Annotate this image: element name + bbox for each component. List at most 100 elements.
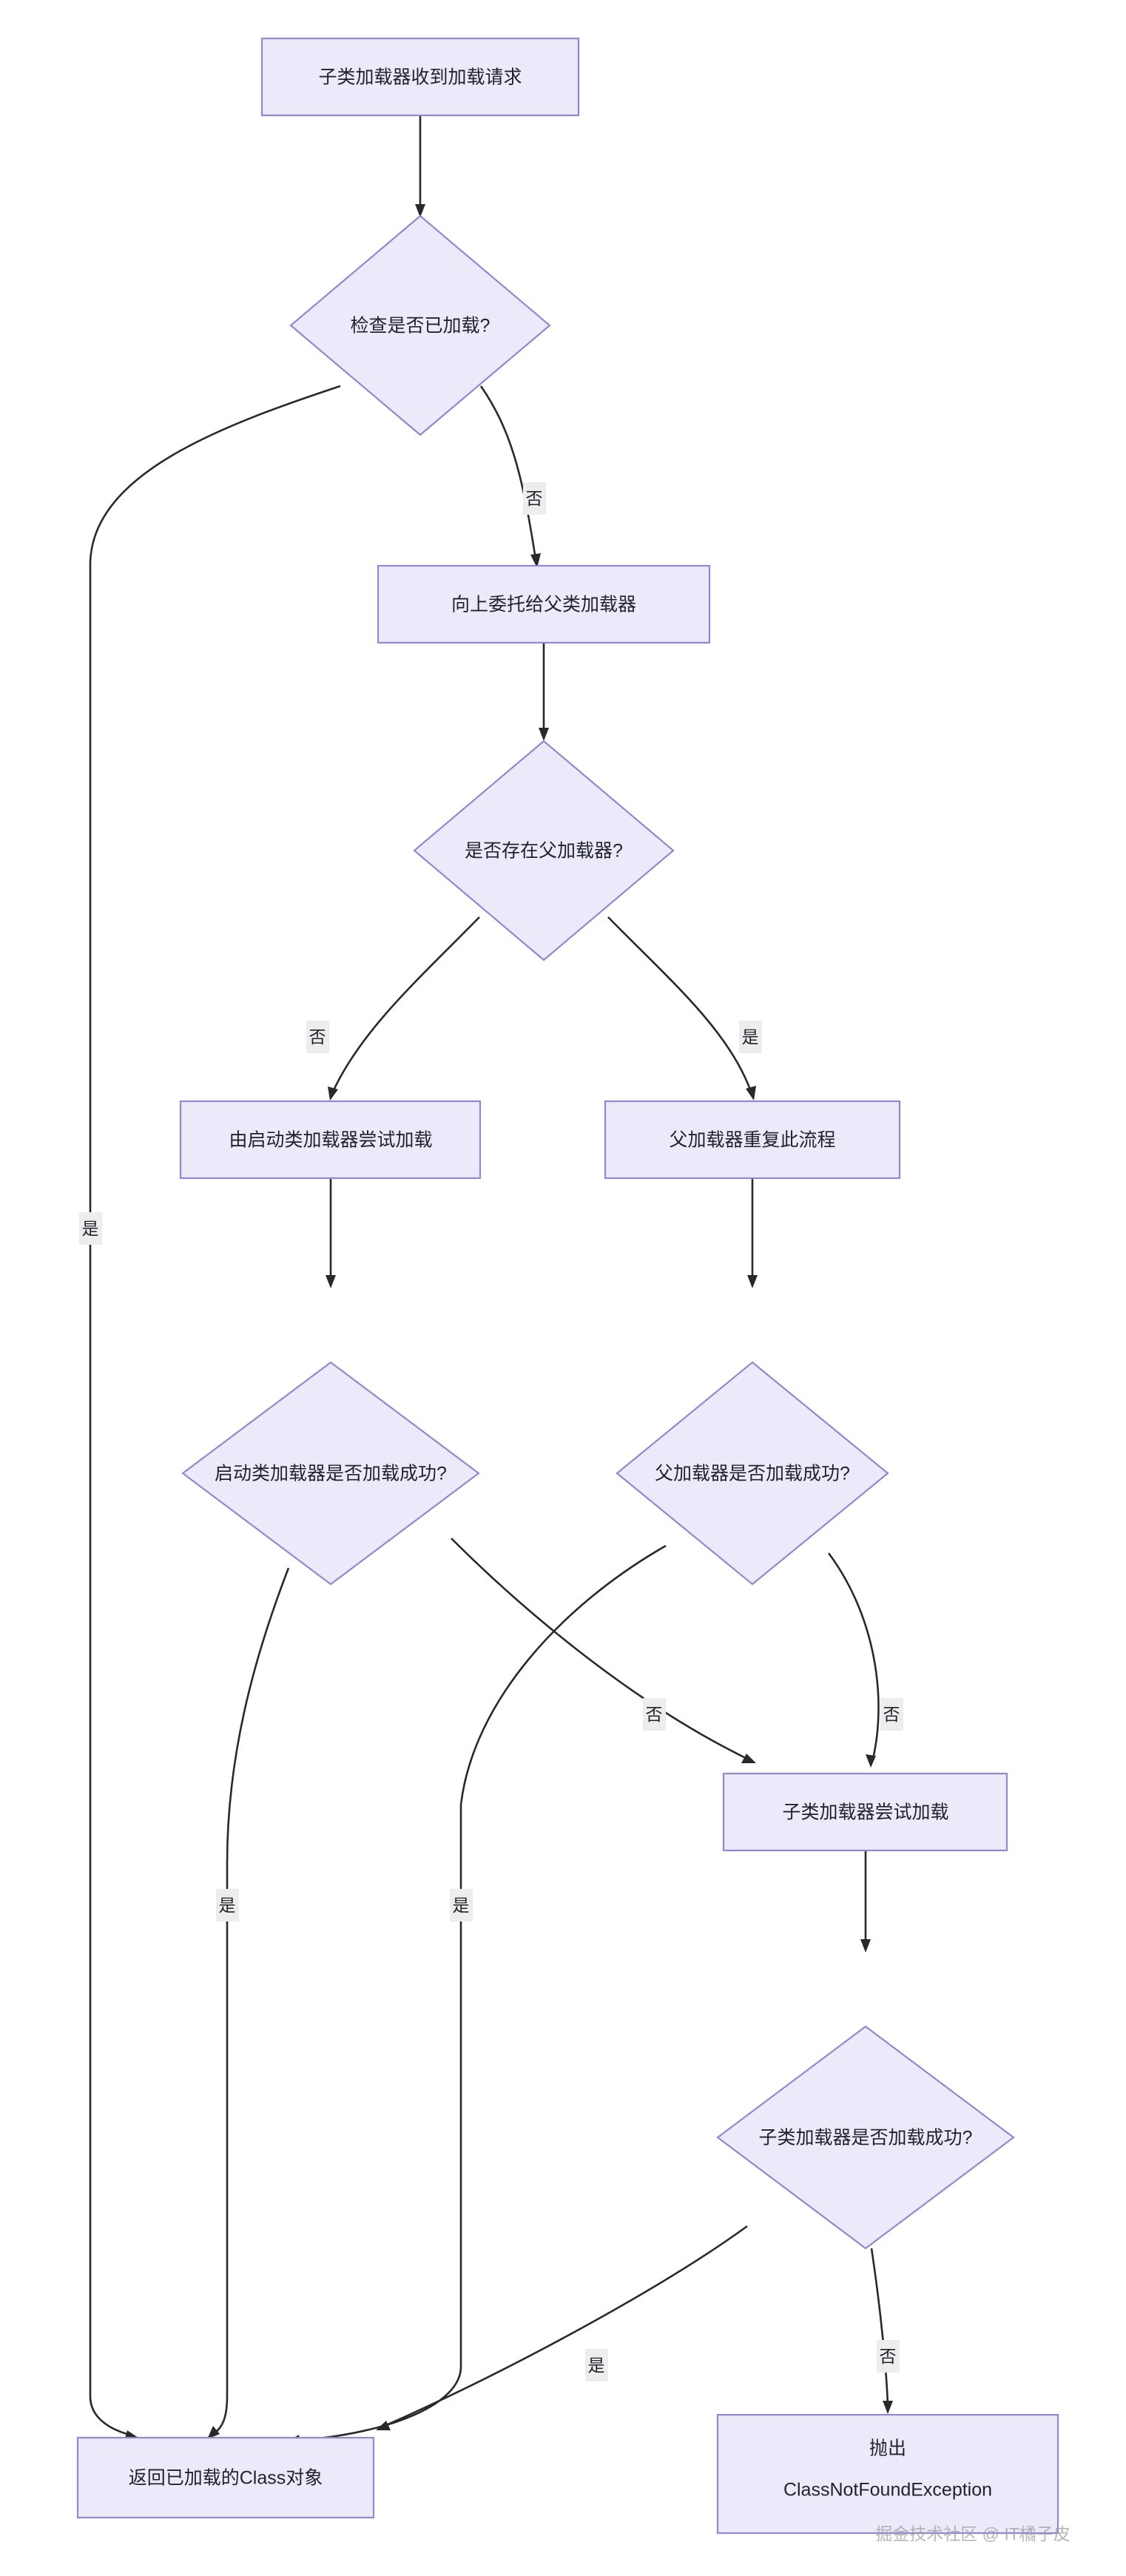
edge-n7-n9	[451, 1538, 756, 1763]
edge-label-bg	[306, 1021, 329, 1053]
edge-path	[331, 916, 480, 1092]
edge-label-bg	[79, 1212, 102, 1245]
edge-label-n2-n3: 否	[523, 482, 546, 515]
edge-n4-n5	[328, 916, 480, 1101]
node-diamond	[289, 214, 551, 436]
edge-label-text: 是	[82, 1219, 99, 1238]
node-child-load-success[interactable]: 子类加载器是否加载成功?	[716, 2025, 1015, 2250]
edge-label-text: 是	[742, 1027, 759, 1047]
node-throw-exception[interactable]: 抛出 ClassNotFoundException	[716, 2413, 1059, 2535]
edge-label-n2-n11: 是	[79, 1212, 102, 1245]
edge-label-n4-n5: 否	[306, 1021, 329, 1053]
edge-label-n8-n11: 是	[450, 1889, 473, 1921]
watermark-text: 掘金技术社区 @ IT橘子皮	[875, 2524, 1071, 2543]
arrow-head	[860, 1939, 871, 1953]
node-label: 父加载器重复此流程	[669, 1130, 835, 1151]
edge-label-text: 否	[526, 489, 543, 508]
edge-path	[870, 2248, 889, 2406]
edge-label-bg	[450, 1889, 473, 1921]
node-label: 子类加载器尝试加载	[782, 1802, 948, 1823]
node-diamond	[616, 1361, 889, 1586]
edge-n2-n3	[479, 385, 541, 568]
edge-label-text: 否	[309, 1027, 326, 1047]
edge-label-n10-n12: 否	[877, 2340, 900, 2373]
node-label: 向上委托给父类加载器	[451, 595, 636, 615]
node-check-already-loaded[interactable]: 检查是否已加载?	[289, 214, 551, 436]
edge-n1-n2	[415, 115, 425, 217]
edge-path	[384, 2225, 748, 2427]
edge-label-text: 是	[219, 1896, 236, 1915]
node-rect	[377, 564, 711, 644]
edge-n4-n6	[607, 916, 756, 1101]
edge-label-bg	[585, 2349, 608, 2381]
edge-label-bg	[523, 482, 546, 515]
node-label: 子类加载器是否加载成功?	[759, 2128, 973, 2149]
arrow-head	[530, 553, 541, 568]
edge-label-text: 是	[588, 2356, 605, 2375]
edge-path	[607, 916, 752, 1092]
node-start-request[interactable]: 子类加载器收到加载请求	[260, 37, 580, 117]
edge-n8-n9	[827, 1552, 880, 1768]
node-child-try-load[interactable]: 子类加载器尝试加载	[722, 1772, 1008, 1852]
edges-layer	[89, 115, 893, 2445]
edge-label-bg	[216, 1889, 239, 1921]
node-has-parent-loader[interactable]: 是否存在父加载器?	[413, 740, 675, 961]
arrow-head	[883, 2401, 893, 2414]
arrow-head	[746, 1086, 756, 1101]
edge-path	[479, 385, 537, 560]
edge-path	[451, 1538, 748, 1760]
node-label: 是否存在父加载器?	[465, 841, 623, 862]
node-diamond	[181, 1361, 480, 1586]
node-label-line2: ClassNotFoundException	[783, 2480, 992, 2501]
arrow-head	[328, 1086, 338, 1101]
node-rect	[179, 1100, 482, 1180]
edge-label-n7-n11: 是	[216, 1889, 239, 1921]
edge-n10-n12	[870, 2248, 893, 2414]
arrow-head	[207, 2426, 220, 2439]
edge-label-n7-n9: 否	[643, 1698, 666, 1731]
arrow-head	[741, 1754, 756, 1763]
edge-label-text: 是	[453, 1896, 470, 1915]
edge-n7-n11	[207, 1567, 290, 2439]
node-rect	[716, 2413, 1059, 2535]
node-delegate-to-parent[interactable]: 向上委托给父类加载器	[377, 564, 711, 644]
arrow-head	[326, 1275, 336, 1288]
edge-n10-n11	[376, 2225, 748, 2430]
node-parent-load-success[interactable]: 父加载器是否加载成功?	[616, 1361, 889, 1586]
node-label: 检查是否已加载?	[351, 316, 490, 337]
node-return-class-object[interactable]: 返回已加载的Class对象	[76, 2436, 375, 2519]
edge-label-bg	[877, 2340, 900, 2373]
node-label: 启动类加载器是否加载成功?	[215, 1464, 447, 1484]
edge-n8-n11	[287, 1544, 667, 2445]
edge-path	[827, 1552, 880, 1759]
edge-n9-n10	[860, 1850, 871, 1953]
node-rect	[260, 37, 580, 117]
edge-label-text: 否	[880, 2347, 897, 2366]
edge-n6-n8	[747, 1178, 758, 1288]
arrow-head	[539, 728, 549, 741]
arrow-head	[747, 1275, 758, 1288]
edge-path	[214, 1567, 290, 2435]
edge-labels-layer: 否 是 否 是 是 否	[79, 482, 903, 2381]
edge-label-bg	[643, 1698, 666, 1731]
edge-label-bg	[880, 1698, 903, 1731]
node-bootstrap-try-load[interactable]: 由启动类加载器尝试加载	[179, 1100, 482, 1180]
arrow-head	[866, 1754, 876, 1768]
edge-label-text: 否	[646, 1705, 663, 1724]
node-label: 返回已加载的Class对象	[129, 2468, 323, 2489]
edge-label-text: 否	[883, 1705, 900, 1724]
node-parent-repeat-flow[interactable]: 父加载器重复此流程	[604, 1100, 901, 1180]
node-label: 由启动类加载器尝试加载	[229, 1130, 432, 1151]
edge-label-n4-n6: 是	[739, 1021, 762, 1053]
arrow-head	[376, 2421, 391, 2430]
node-diamond	[413, 740, 675, 961]
node-bootstrap-load-success[interactable]: 启动类加载器是否加载成功?	[181, 1361, 480, 1586]
edge-label-n10-n11: 是	[585, 2349, 608, 2381]
edge-label-n8-n9: 否	[880, 1698, 903, 1731]
edge-n5-n7	[326, 1178, 336, 1288]
nodes-layer: 子类加载器收到加载请求 检查是否已加载? 向上委托给父类加载器 是否存在父加载器…	[76, 37, 1059, 2535]
node-diamond	[716, 2025, 1015, 2250]
node-rect	[722, 1772, 1008, 1852]
node-label: 父加载器是否加载成功?	[655, 1464, 850, 1484]
